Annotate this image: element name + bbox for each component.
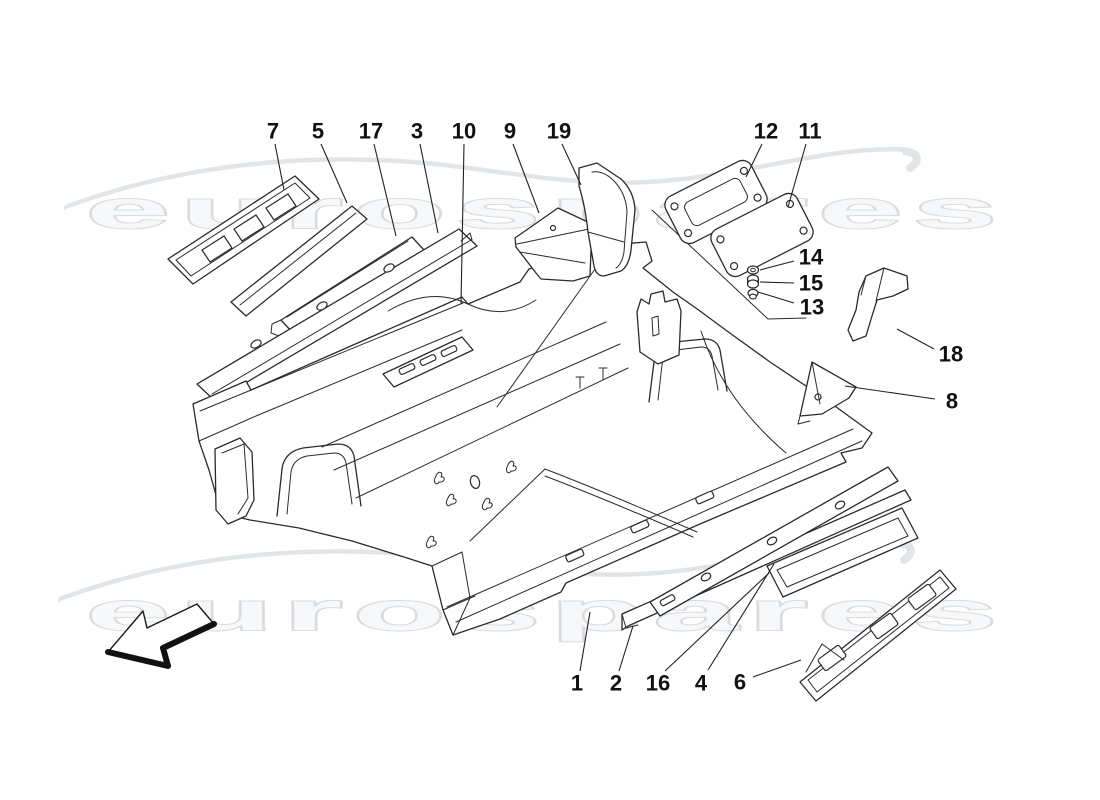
part-label-8: 8 <box>946 389 958 414</box>
leader-line-19 <box>561 143 582 186</box>
leader-line-17 <box>373 143 397 237</box>
part-label-19: 19 <box>547 119 571 144</box>
leader-line-18 <box>896 328 935 350</box>
part-label-10: 10 <box>452 119 476 144</box>
part-label-4: 4 <box>695 671 708 696</box>
leader-line-4 <box>707 563 775 671</box>
part-shape-9 <box>514 207 593 282</box>
part-shape-19 <box>578 162 636 277</box>
part-label-7: 7 <box>267 119 279 144</box>
part-shape-5 <box>230 205 368 317</box>
part-label-6: 6 <box>734 670 746 695</box>
watermark-upper: eurospares <box>64 146 1008 241</box>
floor-pan-assembly <box>192 241 873 636</box>
part-shape-4 <box>766 507 919 598</box>
leader-line-2 <box>618 625 634 672</box>
watermark-text-upper: eurospares <box>86 180 1008 240</box>
part-shape-16 <box>649 466 899 617</box>
part-label-14: 14 <box>799 245 824 270</box>
part-label-1: 1 <box>571 671 583 696</box>
part-label-12: 12 <box>754 119 778 144</box>
leader-line-13 <box>757 291 795 304</box>
reference-line-v <box>651 209 807 320</box>
part-shape-13-bolt <box>747 288 759 300</box>
part-label-5: 5 <box>312 119 324 144</box>
leader-line-9 <box>512 143 540 214</box>
part-label-9: 9 <box>504 119 516 144</box>
part-label-11: 11 <box>798 119 821 144</box>
leader-line-7 <box>274 143 285 191</box>
swoosh-highlight-upper <box>65 151 903 214</box>
part-shape-14-washer <box>746 265 760 275</box>
part-label-2: 2 <box>610 671 622 696</box>
leader-line-16 <box>664 572 770 672</box>
leader-line-11 <box>787 143 807 208</box>
part-label-13: 13 <box>800 295 824 320</box>
part-label-18: 18 <box>939 342 963 367</box>
leader-line-6 <box>752 659 802 678</box>
part-label-16: 16 <box>646 671 670 696</box>
reference-line-tunnel <box>496 261 601 408</box>
part-shape-6 <box>799 569 957 702</box>
direction-arrow <box>105 603 217 669</box>
leader-line-1 <box>579 611 591 672</box>
leader-line-12 <box>745 143 763 178</box>
leader-line-5 <box>320 143 348 204</box>
leader-line-8 <box>844 385 936 400</box>
leader-line-3 <box>419 143 439 234</box>
leader-line-15 <box>759 281 795 284</box>
part-shape-18 <box>847 267 909 342</box>
part-label-3: 3 <box>411 119 423 144</box>
direction-arrow-shadow <box>105 621 217 669</box>
part-shape-7 <box>167 175 320 285</box>
part-shape-15-nut <box>746 274 760 289</box>
part-label-17: 17 <box>359 119 383 144</box>
part-shape-11 <box>710 192 814 278</box>
part-shape-8 <box>797 361 857 425</box>
line-art <box>167 159 957 702</box>
part-label-15: 15 <box>799 271 823 296</box>
leader-line-10 <box>460 143 465 305</box>
leader-line-14 <box>759 260 795 271</box>
part-shape-3 <box>196 228 478 402</box>
